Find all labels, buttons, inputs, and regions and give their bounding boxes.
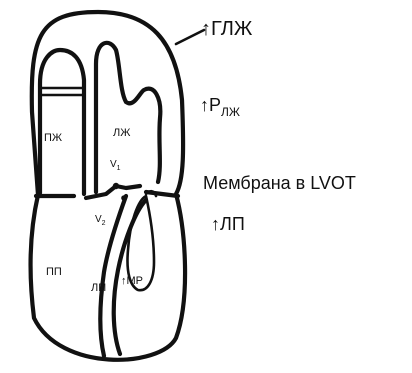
- v2-label: V2: [95, 214, 106, 227]
- mr-label: ↑МР: [121, 275, 143, 287]
- right-ventricle-contour: [40, 50, 84, 194]
- heart-outline: [31, 12, 186, 360]
- lv-label: ЛЖ: [113, 127, 130, 139]
- rv-label: ПЖ: [44, 132, 62, 144]
- av-plane-right: [146, 192, 178, 196]
- v2-label-sub: 2: [102, 220, 106, 227]
- v1-label: V1: [110, 159, 121, 172]
- valve-v1-dot: [113, 183, 119, 189]
- plzh-label: ↑РЛЖ: [200, 95, 240, 119]
- la-label: ЛП: [91, 282, 106, 294]
- lp-label: ↑ЛП: [211, 214, 245, 234]
- v1-label-sub: 1: [117, 165, 121, 172]
- ra-label: ПП: [46, 266, 62, 278]
- membrane-label: Мембрана в LVOT: [203, 173, 356, 193]
- left-ventricle-contour: [96, 43, 160, 192]
- plzh-label-main: ↑Р: [200, 95, 221, 115]
- plzh-label-sub: ЛЖ: [221, 105, 240, 119]
- glzh-leader-line: [176, 30, 204, 44]
- glzh-label: ↑ГЛЖ: [201, 18, 253, 40]
